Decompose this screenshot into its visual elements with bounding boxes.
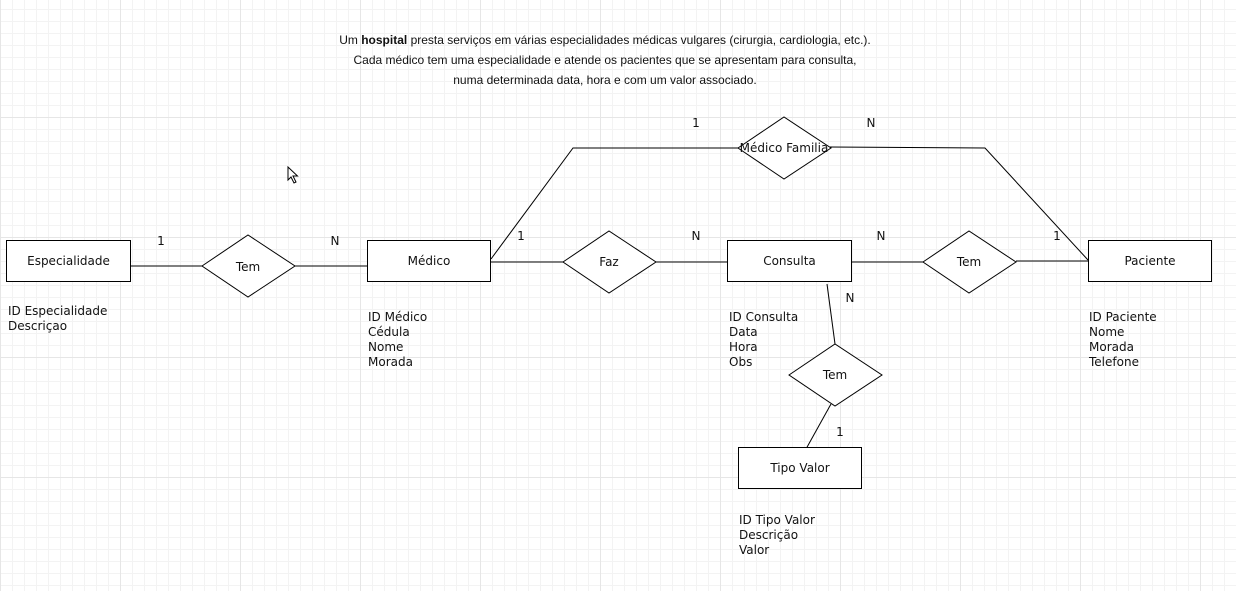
relationship-tem-paciente-label: Tem [956,255,982,269]
relationship-faz-label: Faz [599,255,619,269]
attributes-consulta: ID Consulta Data Hora Obs [729,310,798,370]
entity-consulta-label: Consulta [763,254,816,268]
cardinality-tem-tipo-valor: 1 [836,425,844,439]
attribute-item: Nome [368,340,404,354]
description-line-3: numa determinada data, hora e com um val… [453,73,757,87]
description-line-1: Um hospital presta serviços em várias es… [339,33,871,47]
cardinality-tem-medico: N [330,234,340,248]
relationship-medico-familia[interactable] [737,116,832,180]
attribute-item: ID Médico [368,310,428,324]
mouse-cursor-icon [287,166,299,184]
attributes-medico: ID Médico Cédula Nome Morada [368,310,427,370]
relationship-tem-paciente[interactable] [922,230,1017,294]
problem-description: Um hospital presta serviços em várias es… [250,30,960,90]
entity-medico[interactable]: Médico [367,240,491,282]
entity-tipo-valor-label: Tipo Valor [770,461,830,475]
cardinality-faz-consulta: N [691,229,701,243]
attribute-item: Obs [729,355,753,369]
attributes-especialidade: ID Especialidade Descriçao [8,304,107,334]
description-line-2: Cada médico tem uma especialidade e aten… [353,53,857,67]
attributes-tipo-valor: ID Tipo Valor Descrição Valor [739,513,815,558]
attributes-paciente: ID Paciente Nome Morada Telefone [1089,310,1157,370]
attribute-item: Descriçao [8,319,68,333]
connector-familia-paciente[interactable] [828,146,1089,261]
entity-especialidade[interactable]: Especialidade [6,240,131,282]
attribute-item: Nome [1089,325,1125,339]
connector-tem-tipo-valor[interactable] [805,403,832,450]
attribute-item: ID Tipo Valor [739,513,815,527]
attribute-item: Data [729,325,758,339]
attribute-item: ID Consulta [729,310,799,324]
entity-medico-label: Médico [407,254,451,268]
cardinality-tem-paciente: 1 [1053,229,1061,243]
connector-consulta-tem-valor[interactable] [826,283,836,345]
connector-medico-familia[interactable] [490,147,738,260]
attribute-item: Cédula [368,325,410,339]
relationship-tem-tipo-valor-label: Tem [822,368,848,382]
entity-tipo-valor[interactable]: Tipo Valor [738,447,862,489]
cardinality-consulta-tem: N [876,229,886,243]
entity-paciente-label: Paciente [1124,254,1176,268]
relationship-tem-tipo-valor[interactable] [788,343,883,407]
cardinality-medico-faz: 1 [517,229,525,243]
attribute-item: Descrição [739,528,799,542]
attribute-item: ID Paciente [1089,310,1157,324]
attribute-item: Morada [1089,340,1134,354]
attribute-item: Hora [729,340,758,354]
attribute-item: Morada [368,355,413,369]
attribute-item: Valor [739,543,770,557]
cardinality-familia-medico: 1 [692,116,700,130]
cardinality-familia-paciente: N [866,116,876,130]
entity-consulta[interactable]: Consulta [727,240,852,282]
relationship-tem-especialidade[interactable] [201,234,296,298]
cardinality-consulta-tem-valor: N [845,291,855,305]
relationship-medico-familia-label: Médico Familia [739,141,829,155]
attribute-item: ID Especialidade [8,304,108,318]
cardinality-especialidade-tem: 1 [157,234,165,248]
relationship-faz[interactable] [562,230,657,294]
description-bold-word: hospital [361,33,408,47]
attribute-item: Telefone [1089,355,1139,369]
relationship-tem-especialidade-label: Tem [235,260,261,274]
entity-paciente[interactable]: Paciente [1088,240,1212,282]
entity-especialidade-label: Especialidade [27,254,110,268]
